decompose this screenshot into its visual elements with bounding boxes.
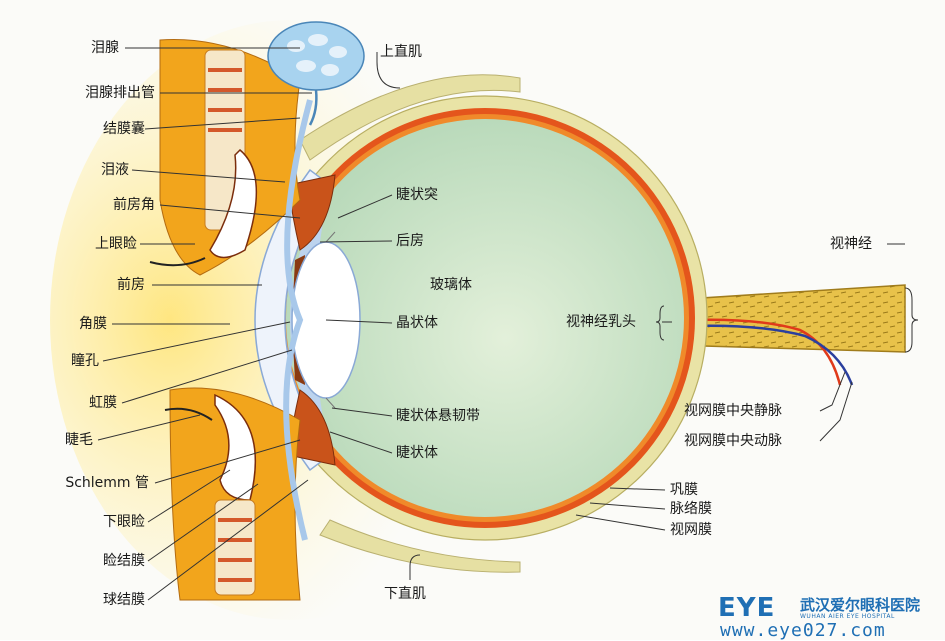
- label-ciliary-zonule: 睫状体悬韧带: [396, 408, 480, 424]
- lower-eyelash: [164, 407, 213, 421]
- central-vein-vessel: [689, 324, 854, 386]
- label-ciliary-process: 睫状突: [396, 187, 438, 203]
- label-anterior-chamber-angle: 前房角: [113, 197, 155, 213]
- label-pupil: 瞳孔: [71, 353, 99, 369]
- label-posterior-chamber: 后房: [396, 233, 424, 249]
- lower-meibomian-gland: [214, 393, 257, 501]
- conjunctiva-band: [283, 99, 313, 541]
- hospital-url: www.eye027.com: [720, 620, 886, 641]
- label-lens: 晶状体: [396, 315, 438, 331]
- label-palpebral-conjunctiva: 睑结膜: [103, 553, 145, 569]
- label-optic-disc: 视神经乳头: [566, 314, 636, 330]
- superior-rectus-shape: [299, 74, 521, 161]
- label-schlemm-canal: Schlemm 管: [65, 475, 149, 491]
- vitreous-body: [286, 119, 684, 517]
- hospital-watermark: EYE 武汉爱尔眼科医院 WUHAN AIER EYE HOSPITAL www…: [718, 593, 943, 641]
- label-lacrimal-duct: 泪腺排出管: [85, 85, 155, 101]
- optic-disc-brace: [655, 305, 665, 341]
- label-central-retinal-vein: 视网膜中央静脉: [684, 403, 782, 419]
- hospital-name-cn: 武汉爱尔眼科医院: [800, 596, 921, 614]
- label-lacrimal-gland: 泪腺: [91, 40, 119, 56]
- label-bulbar-conjunctiva: 球结膜: [103, 592, 145, 608]
- hospital-name-en: WUHAN AIER EYE HOSPITAL: [800, 613, 895, 620]
- eye-logo-mark: EYE: [718, 593, 776, 623]
- label-vitreous-body: 玻璃体: [430, 277, 472, 293]
- lower-lid-muscle-bands: [218, 518, 252, 582]
- label-retina: 视网膜: [670, 522, 712, 538]
- label-sclera: 巩膜: [670, 482, 698, 498]
- label-anterior-chamber: 前房: [117, 277, 145, 293]
- label-tear-fluid: 泪液: [101, 162, 129, 178]
- upper-eyelash: [149, 257, 206, 267]
- zonule-fibers: [325, 231, 336, 409]
- label-lower-eyelid: 下眼睑: [103, 514, 145, 530]
- label-conjunctival-sac: 结膜囊: [103, 121, 145, 137]
- optic-nerve-brace: [904, 287, 919, 353]
- label-superior-rectus: 上直肌: [380, 44, 422, 60]
- inferior-rectus-shape: [319, 519, 521, 573]
- central-artery-vessel: [689, 318, 842, 386]
- upper-lid-muscle-bands: [208, 68, 242, 132]
- lacrimal-gland-shape: [267, 21, 365, 91]
- label-upper-eyelid: 上眼睑: [95, 236, 137, 252]
- label-choroid: 脉络膜: [670, 501, 712, 517]
- upper-meibomian-gland: [209, 148, 258, 259]
- label-cornea: 角膜: [79, 316, 107, 332]
- lacrimal-lobules: [287, 34, 347, 76]
- label-optic-nerve: 视神经: [830, 236, 872, 252]
- left-leader-lines: [97, 47, 312, 601]
- right-leader-lines: [319, 52, 905, 580]
- label-central-retinal-artery: 视网膜中央动脉: [684, 433, 782, 449]
- label-iris: 虹膜: [89, 395, 117, 411]
- lacrimal-duct-line: [308, 89, 318, 126]
- cornea-shape: [254, 168, 332, 472]
- label-inferior-rectus: 下直肌: [384, 586, 426, 602]
- label-eyelash: 睫毛: [65, 432, 93, 448]
- label-ciliary-body: 睫状体: [396, 445, 438, 461]
